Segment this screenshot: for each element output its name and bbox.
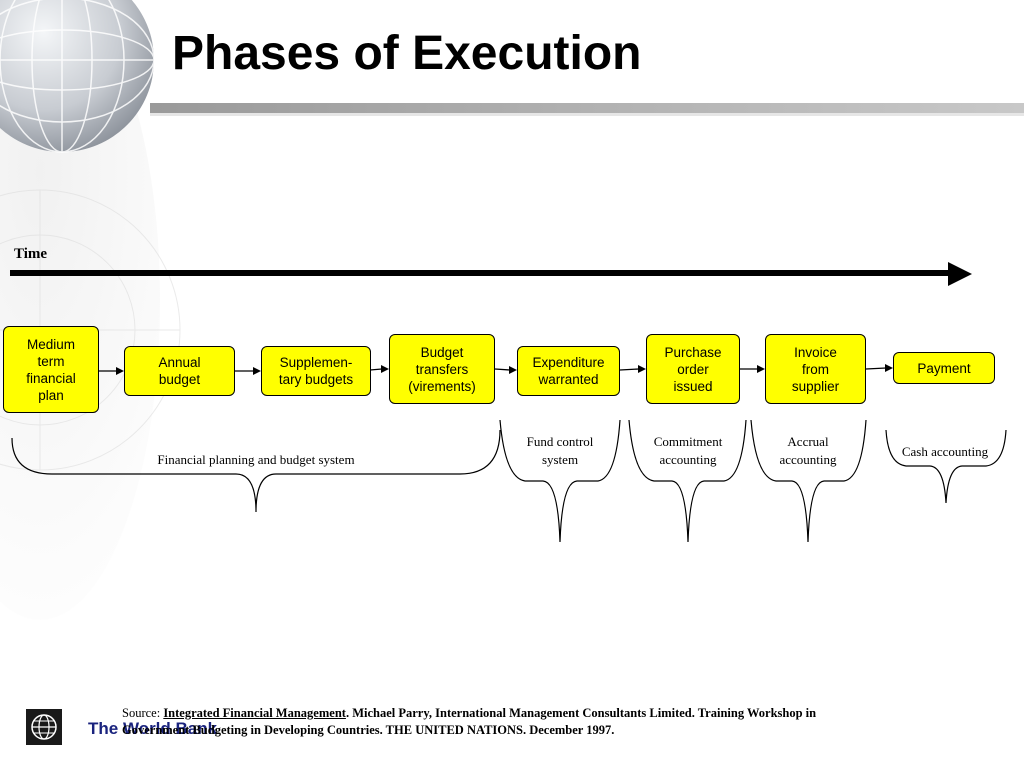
box-line: Supplemen- bbox=[279, 355, 353, 370]
box-line: supplier bbox=[791, 378, 840, 394]
flow-connector-head bbox=[638, 365, 646, 373]
title-rule bbox=[150, 103, 1024, 113]
box-line: term bbox=[37, 353, 65, 369]
page-title: Phases of Execution bbox=[172, 27, 642, 80]
flow-connector-head bbox=[757, 365, 765, 373]
system-line: accounting bbox=[659, 452, 717, 467]
source-details: . Michael Parry, International Managemen… bbox=[122, 706, 817, 737]
title-rule-shadow bbox=[150, 113, 1024, 116]
box-line: tary budgets bbox=[278, 372, 354, 387]
box-line: warranted bbox=[538, 372, 599, 387]
system-commitment-accounting: Commitment accounting bbox=[637, 433, 739, 469]
box-line: Payment bbox=[917, 360, 971, 376]
box-line: from bbox=[802, 361, 829, 377]
brace-accrual bbox=[750, 419, 867, 543]
box-line: Budget bbox=[420, 344, 464, 360]
brace-cash bbox=[885, 429, 1007, 504]
brace-financial-planning bbox=[11, 429, 501, 513]
system-line: Fund control bbox=[526, 434, 594, 449]
brace-fund-control bbox=[499, 419, 621, 543]
system-cash-accounting: Cash accounting bbox=[890, 443, 1000, 461]
system-financial-planning: Financial planning and budget system bbox=[140, 451, 372, 469]
system-fund-control: Fund control system bbox=[510, 433, 610, 469]
box-line: transfers bbox=[415, 361, 469, 377]
box-line: (virements) bbox=[408, 378, 476, 394]
box-line: Medium bbox=[26, 336, 75, 352]
system-accrual-accounting: Accrual accounting bbox=[758, 433, 858, 469]
brand-name: The World Bank bbox=[88, 719, 218, 738]
box-line: Annual bbox=[158, 355, 201, 370]
flow-connector bbox=[369, 368, 383, 371]
brace-commitment bbox=[628, 419, 747, 543]
system-line: Accrual bbox=[787, 434, 829, 449]
time-axis-label: Time bbox=[14, 246, 48, 262]
box-line: financial bbox=[26, 370, 76, 386]
flow-connector-head bbox=[509, 366, 517, 374]
system-line: Financial planning and budget system bbox=[157, 452, 355, 467]
box-supplementary-budgets: Supplemen-tary budgets bbox=[261, 346, 371, 396]
box-payment: Payment bbox=[893, 352, 995, 384]
box-line: order bbox=[677, 361, 709, 377]
box-expenditure-warranted: Expenditure warranted bbox=[517, 346, 620, 396]
globe-logo-icon bbox=[26, 709, 62, 745]
source-prefix: Source: bbox=[122, 706, 164, 720]
flow-connector bbox=[494, 368, 511, 371]
timeline-arrow-head bbox=[948, 262, 972, 286]
system-line: system bbox=[541, 452, 579, 467]
flow-connector-head bbox=[381, 365, 389, 373]
box-line: Purchase bbox=[664, 344, 722, 360]
flow-connector bbox=[865, 367, 887, 370]
box-line: Invoice bbox=[794, 344, 837, 360]
box-line: Expenditure bbox=[532, 355, 605, 370]
flow-connector-head bbox=[253, 367, 261, 375]
box-line: budget bbox=[158, 372, 201, 387]
box-annual-budget: Annual budget bbox=[124, 346, 235, 396]
flow-connector-head bbox=[116, 367, 124, 375]
system-line: Cash accounting bbox=[901, 444, 989, 459]
box-line: plan bbox=[38, 387, 64, 403]
flow-connector-head bbox=[885, 364, 893, 372]
source-title-link[interactable]: Integrated Financial Management bbox=[163, 706, 346, 720]
system-line: Commitment bbox=[653, 434, 723, 449]
flow-connector bbox=[619, 368, 640, 371]
globe-decoration-icon bbox=[0, 0, 181, 620]
globe-logo-graphic bbox=[31, 714, 57, 740]
box-line: issued bbox=[673, 378, 713, 394]
system-line: accounting bbox=[779, 452, 837, 467]
source-citation: Source: Integrated Financial Management.… bbox=[122, 705, 852, 739]
